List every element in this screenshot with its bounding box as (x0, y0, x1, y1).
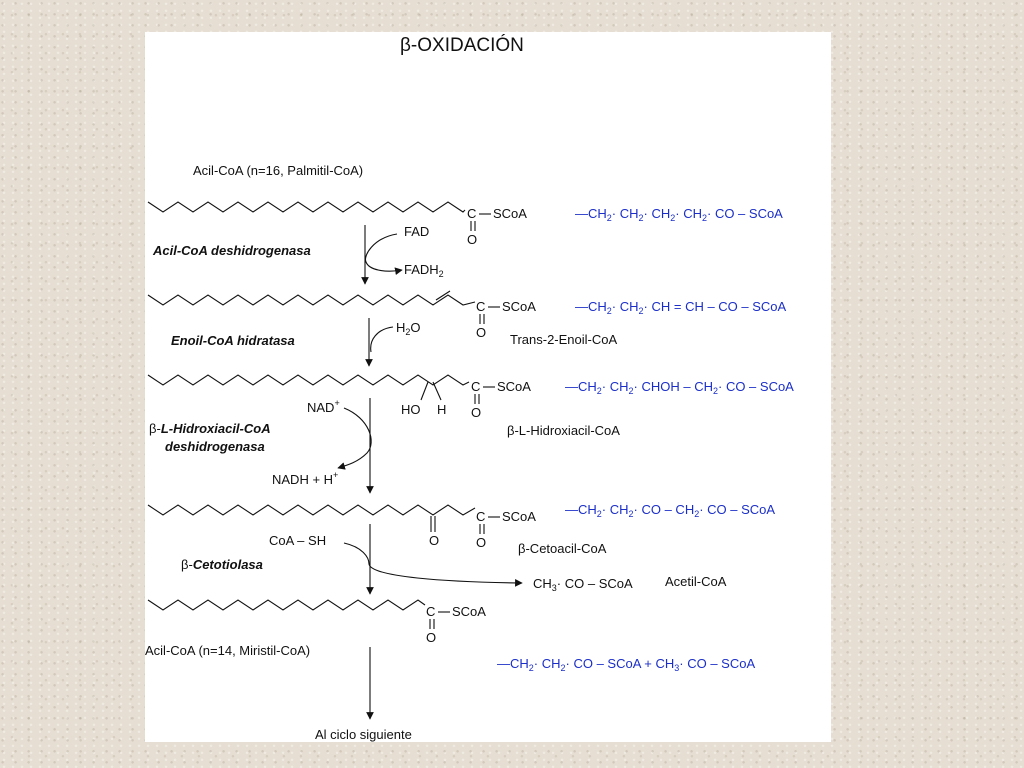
scoa-5: SCoA (452, 604, 486, 619)
carbonyl-c-5: C (426, 604, 435, 619)
label-acil-coa-14: Acil-CoA (n=14, Miristil-CoA) (145, 643, 310, 658)
carbonyl-o-3: O (471, 405, 481, 420)
carbonyl-o-1: O (467, 232, 477, 247)
label-acil-coa-16: Acil-CoA (n=16, Palmitil-CoA) (193, 163, 363, 178)
label-cetoacil: β-Cetoacil-CoA (518, 541, 607, 556)
carbonyl-c-3: C (471, 379, 480, 394)
enzyme-hidroxiacil-deshidrogenasa-2: deshidrogenasa (165, 439, 265, 454)
formula-5: —CH2· CH2· CO – SCoA + CH3· CO – SCoA (497, 656, 755, 673)
label-trans-enoil: Trans-2-Enoil-CoA (510, 332, 617, 347)
svg-text:—CH2· CH2· CHOH – CH2· CO – SC: —CH2· CH2· CHOH – CH2· CO – SCoA (565, 379, 794, 396)
enzyme-enoil-coa-hidratasa: Enoil-CoA hidratasa (171, 333, 295, 348)
cofactor-coash: CoA – SH (269, 533, 326, 548)
chain-enoil (147, 294, 476, 306)
svg-text:—CH2· CH2· CO – SCoA + CH3: —CH2· CH2· CO – SCoA + CH3· CO – SCoA (497, 656, 755, 673)
keto-o: O (429, 533, 439, 548)
enzyme-cetotiolasa: β-Cetotiolasa (181, 557, 263, 572)
page-title: β-OXIDACIÓN (400, 34, 524, 56)
carbonyl-c-4: C (476, 509, 485, 524)
product-acetil: CH3· CO – SCoA (533, 576, 633, 593)
arrow-nad (337, 407, 372, 470)
enzyme-acil-coa-deshidrogenasa: Acil-CoA deshidrogenasa (152, 243, 311, 258)
arrow-water (370, 326, 394, 353)
carbonyl-o-4: O (476, 535, 486, 550)
formula-1: —CH2· CH2· CH2· CH2· CO – SCoA (575, 206, 783, 223)
formula-2: —CH2· CH2· CH = CH – CO – SCoA (575, 299, 787, 316)
arrow-coash (343, 542, 523, 587)
scoa-4: SCoA (502, 509, 536, 524)
svg-text:—CH2· CH2· CH = CH – CO – SCoA: —CH2· CH2· CH = CH – CO – SCoA (575, 299, 787, 316)
hydroxy-h: H (437, 402, 446, 417)
cofactor-nad: NAD+ (307, 398, 340, 415)
chain-miristil (147, 599, 426, 611)
carbonyl-o-5: O (426, 630, 436, 645)
cofactor-fad: FAD (404, 224, 429, 239)
cofactor-fadh2: FADH2 (404, 262, 444, 279)
label-al-ciclo: Al ciclo siguiente (315, 727, 412, 742)
diagram-panel: β-OXIDACIÓN Acil-CoA (n=16, Palmitil-CoA… (145, 32, 831, 742)
scoa-2: SCoA (502, 299, 536, 314)
cofactor-water: H2O (396, 320, 421, 337)
carbonyl-o-2: O (476, 325, 486, 340)
svg-text:—CH2· CH2· CH2· CH2· CO – SCoA: —CH2· CH2· CH2· CH2· CO – SCoA (575, 206, 783, 223)
svg-text:—CH2· CH2· CO – CH2· CO – SCoA: —CH2· CH2· CO – CH2· CO – SCoA (565, 502, 775, 519)
cofactor-nadh: NADH + H+ (272, 470, 338, 487)
chain-palmitil (147, 201, 466, 213)
scoa-3: SCoA (497, 379, 531, 394)
hydroxy-ho: HO (401, 402, 421, 417)
formula-3: —CH2· CH2· CHOH – CH2· CO – SCoA (565, 379, 794, 396)
scoa-1: SCoA (493, 206, 527, 221)
chain-hidroxiacil (147, 374, 470, 386)
beta-oxidation-diagram: β-OXIDACIÓN Acil-CoA (n=16, Palmitil-CoA… (145, 34, 794, 742)
label-hidroxiacil: β-L-Hidroxiacil-CoA (507, 423, 620, 438)
carbonyl-c-1: C (467, 206, 476, 221)
carbonyl-c-2: C (476, 299, 485, 314)
label-acetil-coa: Acetil-CoA (665, 574, 727, 589)
enzyme-hidroxiacil-deshidrogenasa-1: β-L-Hidroxiacil-CoA (149, 421, 271, 436)
chain-cetoacil (147, 504, 476, 516)
arrow-fad (364, 233, 403, 275)
formula-4: —CH2· CH2· CO – CH2· CO – SCoA (565, 502, 775, 519)
